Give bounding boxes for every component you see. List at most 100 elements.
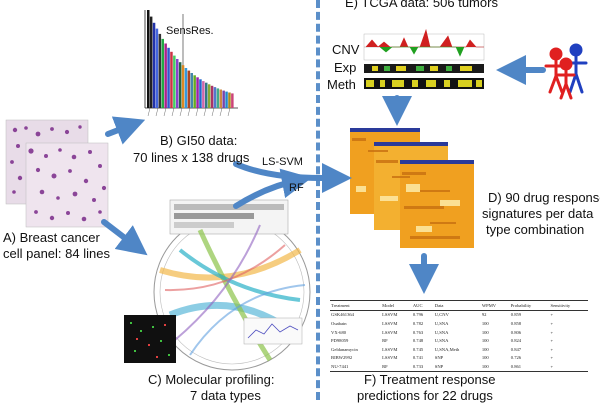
gi50-bar xyxy=(181,65,185,108)
arrow-label-rf: RF xyxy=(289,182,304,194)
gi50-bar xyxy=(176,59,179,108)
table-cell: SNP xyxy=(434,363,444,369)
gi50-bar xyxy=(225,91,228,108)
table-cell: + xyxy=(550,346,554,352)
table-cell: + xyxy=(550,338,554,344)
table-cell: U,SNA xyxy=(434,320,449,326)
gi50-bar xyxy=(149,16,153,109)
col-header: WPMV xyxy=(480,301,510,311)
gi50-bar xyxy=(193,75,196,108)
gi50-bar xyxy=(147,10,150,108)
gi50-bar xyxy=(170,51,173,108)
molecular-profiling-circos xyxy=(124,199,311,371)
panel-b-line1: B) GI50 data: xyxy=(160,133,238,148)
patients-icon xyxy=(544,43,588,100)
table-cell: + xyxy=(550,355,554,361)
panel-d-line1: D) 90 drug response xyxy=(488,190,600,205)
gi50-bar xyxy=(173,55,176,108)
gi50-bar xyxy=(152,22,156,108)
table-cell: 0.858 xyxy=(510,320,522,326)
gi50-bar xyxy=(199,79,202,108)
table-cell: BIBW2992 xyxy=(331,355,353,361)
table-cell: U,CNV xyxy=(434,312,449,318)
table-cell: 0.748 xyxy=(412,338,424,344)
track-label-exp: Exp xyxy=(334,60,357,75)
gi50-bar xyxy=(231,93,234,108)
gi50-bar xyxy=(161,38,164,108)
table-cell: + xyxy=(550,320,554,326)
table-cell: LSSVM xyxy=(382,312,398,318)
table-cell: 0.847 xyxy=(510,346,522,352)
table-cell: 0.763 xyxy=(412,329,424,335)
table-cell: 0.824 xyxy=(510,338,522,344)
col-header: Model xyxy=(381,301,412,311)
panel-a-line2: cell panel: 84 lines xyxy=(3,246,110,261)
table-cell: 0.806 xyxy=(510,329,522,335)
table-cell: U,SNA xyxy=(434,329,449,335)
panel-f-line1: F) Treatment response xyxy=(364,372,496,387)
table-cell: 0.741 xyxy=(412,355,424,361)
track-label-meth: Meth xyxy=(327,77,356,92)
col-header: AUC xyxy=(411,301,434,311)
table-cell: 0.745 xyxy=(412,346,424,352)
gi50-bar xyxy=(205,82,208,108)
table-cell: U,SNA,Meth xyxy=(434,346,460,352)
table-cell: LSSVM xyxy=(382,329,398,335)
table-cell: VX-680 xyxy=(331,329,347,335)
gi50-bar xyxy=(190,73,193,108)
table-cell: 100 xyxy=(481,363,489,369)
treatment-predictions-table: Treatment Model AUC Data WPMV Probabilit… xyxy=(330,300,588,372)
gi50-bar xyxy=(210,85,214,108)
gi50-bar xyxy=(219,89,222,108)
panel-d-line3: type combination xyxy=(486,222,585,237)
table-cell: 0.796 xyxy=(412,312,424,318)
col-header: Treatment xyxy=(330,301,382,311)
gi50-bar xyxy=(184,68,188,108)
table-cell: RF xyxy=(382,363,388,369)
panel-e-title: E) TCGA data: 506 tumors xyxy=(345,0,498,10)
table-cell: RF xyxy=(382,338,388,344)
table-cell: LSSVM xyxy=(382,355,398,361)
table-cell: 0.859 xyxy=(510,312,522,318)
table-cell: 100 xyxy=(481,329,489,335)
cell-panel-image xyxy=(5,119,109,228)
table-cell: SNP xyxy=(434,355,444,361)
panel-f-line2: predictions for 22 drugs xyxy=(357,388,493,403)
panel-a-line1: A) Breast cancer xyxy=(3,230,100,245)
panel-c-line1: C) Molecular profiling: xyxy=(148,372,275,387)
arrow-label-lssvm: LS-SVM xyxy=(262,156,303,168)
gi50-bar xyxy=(196,77,199,108)
gi50-bar xyxy=(207,84,211,108)
table-cell: 92 xyxy=(481,312,487,318)
table-cell: NU-7441 xyxy=(331,363,349,369)
sens-label: Sens. xyxy=(166,25,195,37)
table-header-row: Treatment Model AUC Data WPMV Probabilit… xyxy=(330,301,588,311)
table-cell: 100 xyxy=(481,346,489,352)
gi50-bar xyxy=(213,87,217,108)
gi50-bar xyxy=(164,43,167,108)
table-cell: LSSVM xyxy=(382,320,398,326)
table-cell: + xyxy=(550,363,554,369)
table-row: GSK461364 LSSVM 0.796 U,CNV 92 0.859 + xyxy=(330,310,588,319)
table-cell: GSK461364 xyxy=(331,312,354,318)
gi50-bar xyxy=(158,33,162,108)
col-header: Probability xyxy=(509,301,550,311)
table-cell: 0.782 xyxy=(412,320,424,326)
gi50-bar xyxy=(216,88,220,108)
table-cell: U,SNA xyxy=(434,338,449,344)
table-cell: LSSVM xyxy=(382,346,398,352)
gi50-bar xyxy=(167,47,170,108)
table-cell: 100 xyxy=(481,320,489,326)
panel-c-line2: 7 data types xyxy=(190,388,261,403)
tcga-tracks xyxy=(363,28,485,89)
signature-heatmaps xyxy=(350,128,474,248)
table-cell: + xyxy=(550,312,554,318)
panel-divider xyxy=(316,0,320,400)
gi50-bar xyxy=(155,28,159,109)
flow-arrows xyxy=(101,55,546,294)
